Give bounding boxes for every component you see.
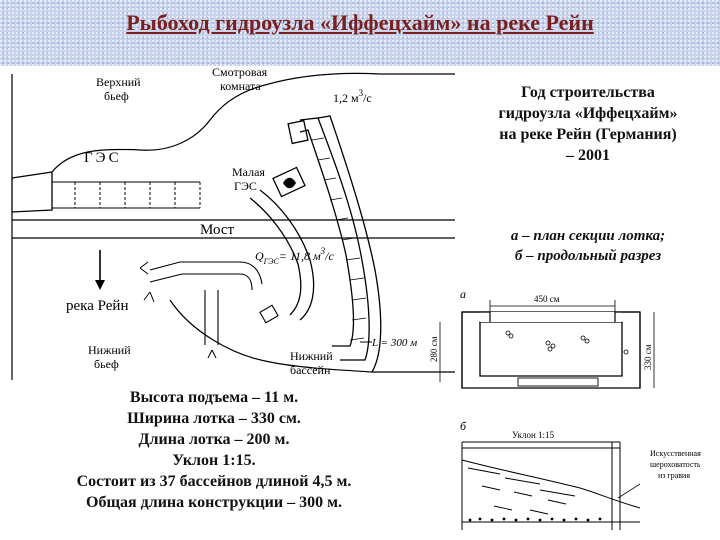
observation-room-label-2: комната [220,79,261,93]
roughness-label-1: Искусственная [650,449,701,458]
q-label: QГЭС= 11,8 м3/с [255,246,335,266]
lower-pool-label-2: бьеф [94,357,119,371]
channel-cross-section [461,311,641,389]
info-line: Год строительства [521,84,655,101]
legend-line: б – продольный разрез [514,248,662,264]
dam-block [11,171,53,213]
hpp-label: ГЭС [84,150,122,166]
info-line: – 2001 [566,147,610,164]
upper-bank [51,84,266,173]
fishway-channel [249,115,382,373]
fact-line: Длина лотка – 200 м. [138,431,290,448]
bridge [12,219,455,239]
construction-year-info: Год строительства гидроузла «Иффецхайм» … [463,82,713,166]
height-left-label: 280 см [429,336,439,362]
width-dim-label: 450 см [534,294,560,304]
fishway-hatching [311,137,367,341]
lower-basin-label-2: бассейн [290,363,331,377]
fact-line: Высота подъема – 11 м. [129,389,299,406]
info-line: на реке Рейн (Германия) [499,126,677,143]
info-panel [455,66,720,286]
channel-walls [461,311,641,388]
map-panel [0,66,455,382]
outlet-branches [149,261,279,345]
small-hpp-label-1: Малая [232,165,265,179]
fact-line: Ширина лотка – 330 см. [127,410,301,427]
fact-line: Уклон 1:15. [172,452,256,469]
width-dimension [489,300,616,312]
slide-title: Рыбоход гидроузла «Иффецхайм» на реке Ре… [126,10,594,35]
roughness-label-3: из гравия [658,471,690,480]
bridge-label: Мост [200,222,234,238]
channel-slot [517,377,599,387]
river-flow-arrow [95,250,105,290]
legend-line: а – план секции лотка; [510,228,666,244]
length-label: L = 300 м [371,337,417,349]
info-line: гидроузла «Иффецхайм» [498,105,678,122]
height-right-label: 330 см [643,344,653,370]
height-dimensions [439,312,655,388]
fact-line: Общая длина конструкции – 300 м. [86,494,342,511]
roughness-leader [617,483,641,499]
lower-pool-label-1: Нижний [88,343,131,357]
turbine-bays [52,181,201,209]
facts-panel [0,382,428,540]
lower-right-bank [169,299,455,373]
label-a: а [460,287,466,301]
profile-lines [461,441,641,530]
slope-label: Уклон 1:15 [512,430,555,440]
upper-pool-label-1: Верхний [96,75,141,89]
profile-flow-arrows [481,485,567,515]
gravel-bed [468,517,602,522]
lower-basin-label-1: Нижний [290,349,333,363]
river-label: река Рейн [66,298,128,314]
observation-room-label-1: Смотровая [212,65,268,79]
fish-symbols [139,261,217,359]
roughness-label-2: шероховатость [650,460,701,469]
small-hpp [272,166,306,198]
fact-line: Состоит из 37 бассейнов длиной 4,5 м. [76,473,352,490]
small-hpp-label-2: ГЭС [234,179,257,193]
facts-list: Высота подъема – 11 м. Ширина лотка – 33… [0,387,428,513]
label-b: б [460,419,467,433]
flow-top-label: 1,2 м3/с [333,88,372,105]
right-bank [264,72,455,86]
upper-pool-label-2: бьеф [104,89,129,103]
gravel-marks [505,330,629,355]
observation-room [287,119,309,145]
figure-legend: а – план секции лотка; б – продольный ра… [463,226,713,266]
